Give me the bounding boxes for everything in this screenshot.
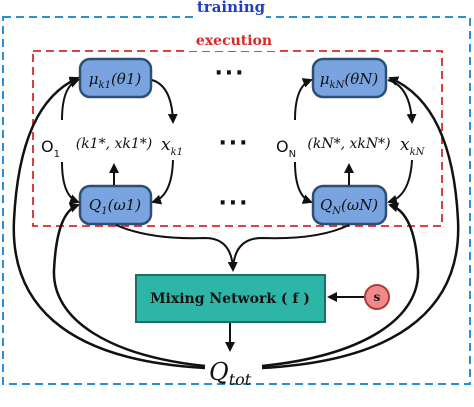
agent-n-action-to-q	[387, 159, 413, 205]
agent-n-policy-node[interactable]	[311, 57, 388, 99]
agent-1-obs-to-q	[61, 161, 80, 204]
agent-n-q-label: QN(ωN)	[320, 196, 378, 217]
qn-to-mixing	[232, 224, 350, 271]
qtot-to-agent-1-policy	[12, 76, 206, 370]
agent-n-observation: ON	[276, 137, 296, 160]
training-frame	[2, 16, 471, 385]
dots-q: ···	[218, 191, 249, 216]
agent-1-action: xk1	[161, 135, 183, 158]
training-label: training	[197, 0, 266, 16]
agent-1-q-label: Q1(ω1)	[89, 196, 141, 217]
qtot-to-agent-1-q	[52, 202, 206, 368]
state-label: s	[374, 290, 381, 304]
agent-n-obs-to-q	[294, 161, 313, 204]
execution-label: execution	[196, 33, 272, 49]
agent-n-obs-to-policy	[294, 78, 313, 121]
agent-1-pair: (k1*, xk1*)	[76, 136, 153, 152]
agent-1-group: μk1(θ1) Q1(ω1) O1 xk1 (k1*, xk1*)	[41, 57, 183, 226]
dots-policy: ···	[214, 61, 245, 86]
agent-n-q-node[interactable]	[311, 184, 388, 226]
q1-to-mixing	[115, 224, 238, 272]
mixing-network-label: Mixing Network ( f )	[150, 291, 310, 307]
qtot-to-agent-n-policy	[261, 76, 460, 370]
agent-1-policy-to-action	[151, 79, 178, 124]
agent-n-policy-label: μkN(θN)	[320, 70, 379, 91]
agent-1-observation: O1	[41, 137, 60, 160]
qtot-label: Qtot	[209, 358, 252, 389]
execution-label-bg	[188, 32, 280, 51]
agent-n-group: μkN(θN) QN(ωN) ON xkN (kN*, xkN*)	[276, 57, 426, 226]
agent-n-action: xkN	[400, 135, 426, 158]
training-label-bg	[196, 0, 266, 18]
mixing-network-node[interactable]	[135, 274, 326, 323]
state-node[interactable]	[364, 284, 390, 310]
agent-1-action-to-q	[151, 159, 174, 205]
agent-n-policy-to-action	[387, 79, 417, 124]
dots-middle: ···	[218, 131, 249, 156]
agent-n-pair: (kN*, xkN*)	[307, 136, 390, 152]
agent-1-policy-node[interactable]	[78, 57, 153, 99]
agent-1-q-node[interactable]	[78, 184, 153, 226]
agent-1-policy-label: μk1(θ1)	[89, 70, 142, 91]
qtot-to-agent-n-q	[261, 202, 420, 368]
